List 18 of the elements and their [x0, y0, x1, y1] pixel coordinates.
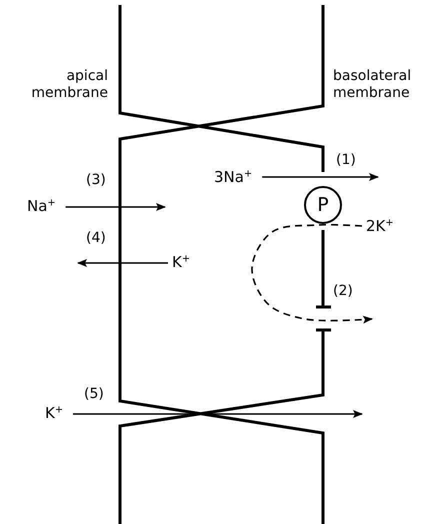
ion-label: 3Na$^{+}$: [214, 168, 252, 186]
pathway-number: (2): [333, 283, 353, 300]
ion-label: K$^{+}$: [45, 404, 64, 422]
pathway-number: (3): [86, 172, 106, 189]
pathway-number: (1): [336, 152, 356, 169]
pump-circle: P: [304, 186, 342, 224]
ion-label: K$^{+}$: [172, 253, 190, 271]
arrow: [73, 410, 363, 418]
arrow: [251, 224, 373, 324]
pathway-number: (4): [86, 230, 106, 247]
arrow: [77, 259, 168, 267]
ion-label: Na$^{+}$: [27, 197, 56, 215]
arrow: [66, 203, 166, 211]
pathway-number: (5): [84, 386, 104, 403]
arrow: [262, 173, 379, 181]
ion-label: 2K$^{+}$: [366, 217, 394, 235]
membrane-label: basolateral membrane: [333, 68, 412, 102]
membrane-label: apical membrane: [30, 68, 108, 102]
